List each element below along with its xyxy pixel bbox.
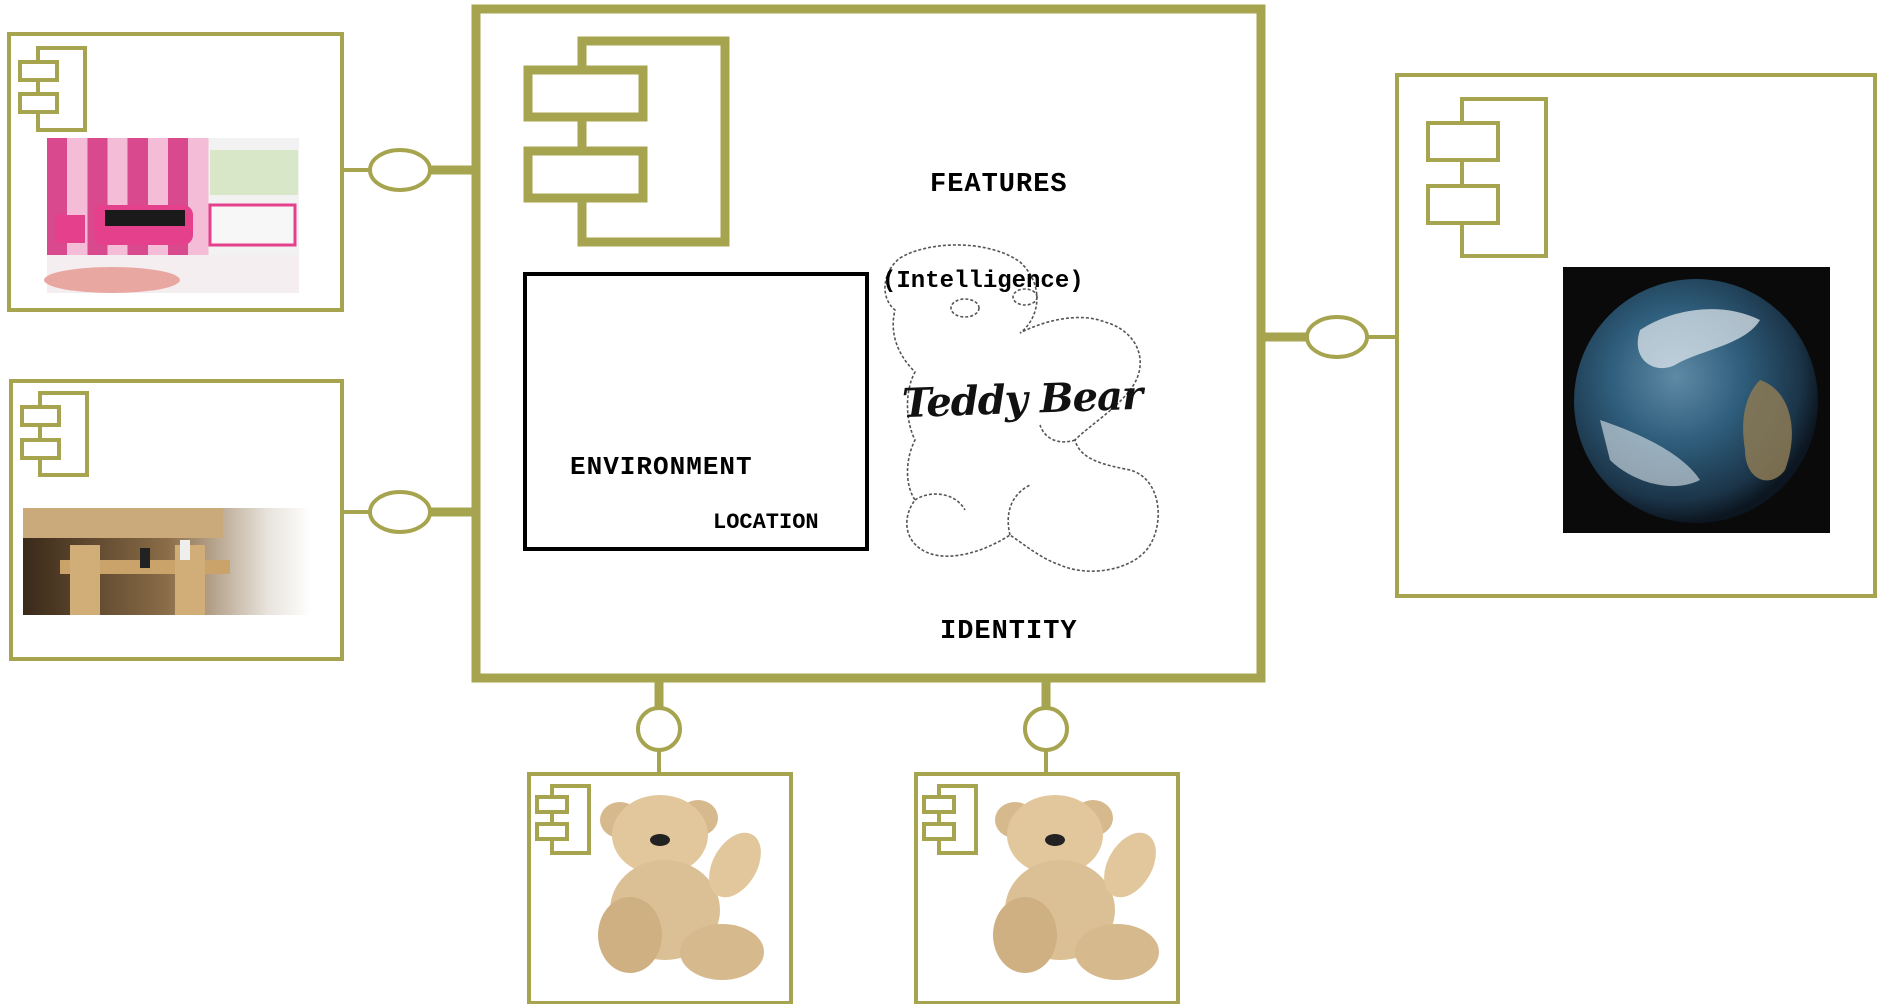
- interface-port: [1305, 315, 1369, 359]
- connectors: [343, 148, 1397, 774]
- teddy-bear-photo: [993, 795, 1159, 980]
- environment-label: ENVIRONMENT: [570, 452, 753, 482]
- interface-port: [368, 490, 432, 534]
- component-icon: [1426, 97, 1548, 258]
- teddy-bear-photo: [598, 795, 764, 980]
- intelligence-label: (Intelligence): [882, 268, 1084, 295]
- component-icon: [535, 784, 591, 855]
- bedroom-photo: [44, 138, 299, 293]
- features-label: FEATURES: [930, 170, 1068, 200]
- interface-port: [1023, 706, 1069, 752]
- interface-port: [368, 148, 432, 192]
- teddy-component-right: [914, 772, 1180, 1004]
- dining-room-photo: [23, 508, 311, 615]
- teddy-bear-label: Teddy Bear: [901, 371, 1143, 428]
- component-icon: [523, 36, 730, 247]
- location-label: LOCATION: [713, 510, 819, 535]
- component-icon: [922, 784, 978, 855]
- identity-label: IDENTITY: [940, 617, 1078, 647]
- teddy-component-left: [527, 772, 793, 1004]
- component-icon: [20, 391, 89, 477]
- interface-port: [636, 706, 682, 752]
- main-component: [471, 4, 1266, 683]
- bedroom-component: [7, 32, 344, 312]
- earth-globe-photo: [1563, 267, 1830, 533]
- dining-room-component: [9, 379, 344, 661]
- component-icon: [18, 46, 87, 132]
- environment-box: [523, 272, 869, 551]
- earth-component: [1395, 73, 1877, 598]
- teddy-bear-sketch: [884, 244, 1159, 572]
